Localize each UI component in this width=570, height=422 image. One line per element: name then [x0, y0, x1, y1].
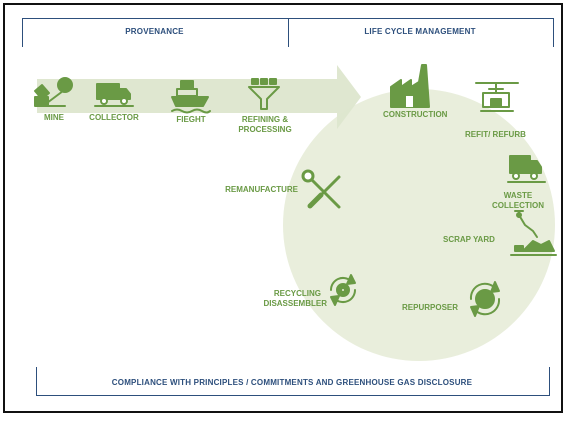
label-construction: CONSTRUCTION	[383, 110, 448, 119]
scrap-yard-icon	[510, 210, 557, 256]
construction-factory-icon	[390, 64, 430, 108]
label-mine: MINE	[44, 113, 64, 122]
footer-bracket	[36, 367, 550, 396]
remanufacture-tools-icon	[301, 169, 341, 209]
label-refit: REFIT/ REFURB	[465, 130, 526, 139]
header-provenance: PROVENANCE	[125, 27, 184, 36]
label-disassembler: DISASSEMBLER	[263, 299, 327, 308]
label-collector: COLLECTOR	[89, 113, 139, 122]
collector-truck-icon	[94, 83, 134, 107]
label-processing: PROCESSING	[238, 125, 292, 134]
footer-compliance: COMPLIANCE WITH PRINCIPLES / COMMITMENTS…	[111, 378, 473, 387]
label-recycling: RECYCLING	[273, 289, 321, 298]
refit-crane-icon	[475, 82, 519, 112]
header-bracket-provenance	[22, 18, 289, 47]
header-bracket-life-cycle	[287, 18, 554, 47]
label-refining: REFINING &	[241, 115, 289, 124]
recycling-gear-icon	[329, 274, 357, 306]
freight-ship-icon	[171, 80, 211, 114]
repurposer-cycle-icon	[469, 281, 501, 317]
label-repurposer: REPURPOSER	[402, 303, 459, 312]
mine-icon	[34, 77, 73, 107]
header-life-cycle: LIFE CYCLE MANAGEMENT	[364, 27, 476, 36]
label-collection: COLLECTION	[492, 201, 544, 210]
refining-funnel-icon	[248, 78, 280, 110]
waste-truck-icon	[507, 155, 546, 183]
flow-artwork	[34, 64, 557, 361]
label-scrap-yard: SCRAP YARD	[443, 235, 495, 244]
label-remanufacture: REMANUFACTURE	[225, 185, 298, 194]
label-freight: FIEGHT	[176, 115, 206, 124]
diagram-frame: PROVENANCE LIFE CYCLE MANAGEMENT	[3, 3, 563, 413]
label-waste: WASTE	[503, 191, 533, 200]
